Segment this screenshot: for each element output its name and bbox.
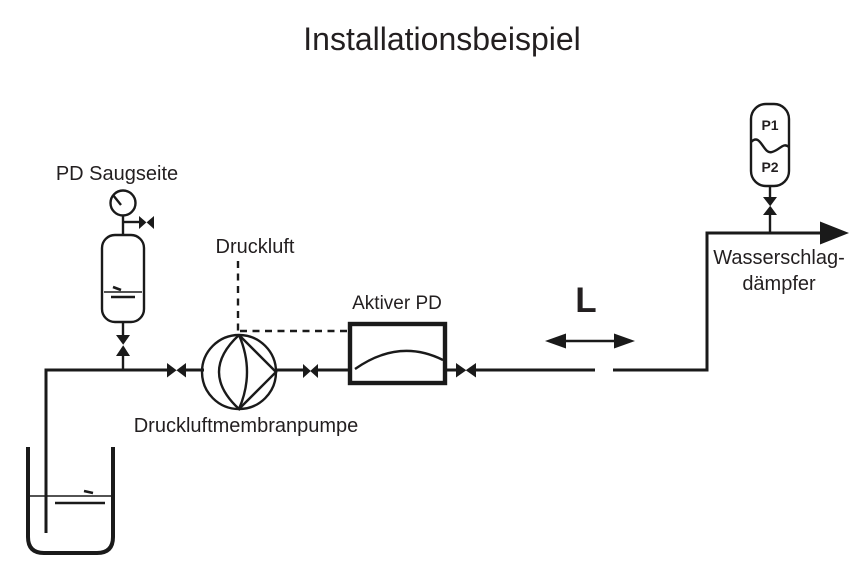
- aktiver-pd-label: Aktiver PD: [352, 293, 442, 314]
- distance-marker: L: [545, 281, 635, 349]
- shutoff-valve-1: [167, 363, 186, 378]
- damper-membrane-wave: [750, 138, 790, 154]
- tank-walls: [26, 447, 115, 555]
- valve-left-triangle: [303, 364, 311, 378]
- vessel-level-tick: [112, 285, 122, 292]
- chamber-p1-label: P1: [761, 117, 778, 133]
- distance-arrowhead-right: [614, 333, 635, 349]
- discharge-pipe-segment: [613, 231, 822, 372]
- distance-label: L: [575, 281, 596, 320]
- valve-bottom-triangle: [116, 345, 130, 356]
- compressed-air-supply: Druckluft: [216, 236, 350, 333]
- distance-arrowhead-left: [545, 333, 566, 349]
- valve-left-triangle: [167, 363, 177, 378]
- druckluftmembranpumpe-symbol: Druckluftmembranpumpe: [134, 333, 359, 437]
- pump-label: Druckluftmembranpumpe: [134, 415, 359, 437]
- main-pipe: [44, 221, 849, 533]
- valve-bottom-triangle: [763, 205, 777, 215]
- pump-triangle: [238, 334, 278, 410]
- gauge-needle: [112, 194, 122, 206]
- valve-top-triangle: [116, 335, 130, 345]
- tank-level-tick: [83, 489, 94, 495]
- valve-right-triangle: [146, 216, 154, 229]
- pump-diaphragm-lens: [217, 334, 249, 412]
- chamber-p2-label: P2: [761, 159, 778, 175]
- druckluft-label: Druckluft: [216, 236, 295, 258]
- gauge-side-valve: [139, 216, 154, 229]
- diagram-title: Installationsbeispiel: [303, 21, 581, 57]
- pd-saugseite-label: PD Saugseite: [56, 163, 178, 185]
- active-damper-membrane-curve: [354, 349, 444, 370]
- valve-left-triangle: [139, 216, 147, 229]
- shutoff-valve-2: [303, 364, 318, 378]
- suction-tank: [26, 447, 115, 555]
- flow-direction-arrowhead: [820, 221, 849, 245]
- wasserschlag-daempfer-assembly: P1 P2 Wasserschlag- dämpfer: [713, 102, 845, 295]
- suction-pipe-segment: [44, 368, 168, 533]
- damper-valve: [763, 197, 777, 215]
- vessel-bottom-valve: [116, 335, 130, 356]
- active-damper-box: [347, 321, 448, 386]
- shutoff-valve-3: [456, 363, 476, 378]
- valve-left-triangle: [456, 363, 467, 378]
- pd-saugseite-assembly: PD Saugseite: [56, 163, 178, 370]
- valve-right-triangle: [176, 363, 186, 378]
- wasserschlag-label-line2: dämpfer: [742, 273, 816, 295]
- valve-right-triangle: [465, 363, 476, 378]
- aktiver-pd-assembly: Aktiver PD: [347, 293, 448, 386]
- pressure-gauge-icon: [109, 189, 137, 217]
- valve-top-triangle: [763, 197, 777, 207]
- suction-damper-vessel: [100, 233, 146, 324]
- valve-right-triangle: [310, 364, 318, 378]
- pump-circle: [200, 333, 278, 411]
- wasserschlag-label-line1: Wasserschlag-: [713, 247, 845, 269]
